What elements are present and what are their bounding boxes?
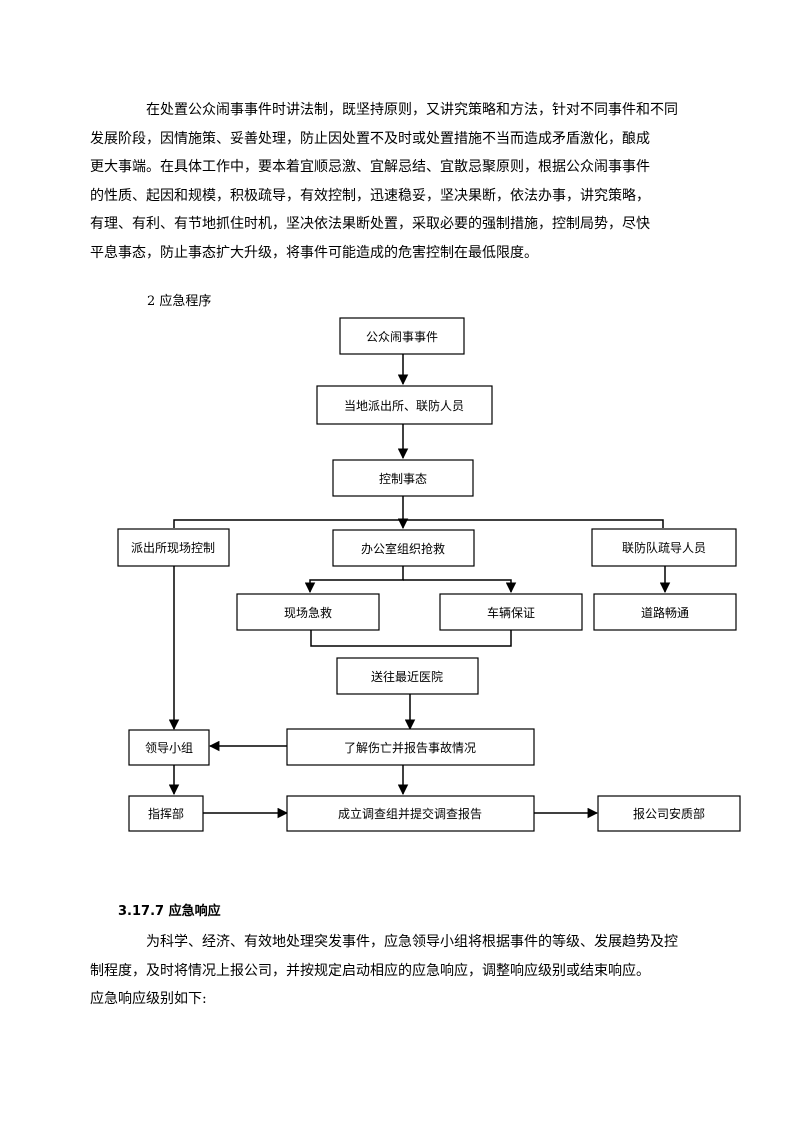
box-local-police: 当地派出所、联防人员 [316, 385, 493, 425]
intro-line: 更大事端。在具体工作中，要本着宜顺忌激、宜解忌结、宜散忌聚原则，根据公众闹事事件 [90, 159, 650, 175]
svg-text:当地派出所、联防人员: 当地派出所、联防人员 [344, 398, 464, 413]
response-line: 应急响应级别如下: [90, 991, 207, 1007]
box-road: 道路畅通 [593, 593, 737, 631]
svg-text:道路畅通: 道路畅通 [641, 605, 689, 620]
svg-text:现场急救: 现场急救 [284, 605, 332, 620]
box-patrol-guide: 联防队疏导人员 [591, 528, 737, 567]
svg-text:公众闹事事件: 公众闹事事件 [366, 330, 438, 344]
intro-line: 有理、有利、有节地抓住时机，坚决依法果断处置，采取必要的强制措施，控制局势，尽快 [90, 216, 650, 232]
box-vehicle: 车辆保证 [439, 593, 583, 631]
intro-paragraph: 在处置公众闹事事件时讲法制，既坚持原则，又讲究策略和方法，针对不同事件和不同 发… [90, 96, 678, 267]
connector [310, 630, 512, 647]
box-command: 指挥部 [128, 795, 204, 832]
box-hospital: 送往最近医院 [336, 657, 479, 695]
svg-text:指挥部: 指挥部 [148, 806, 184, 821]
box-control: 控制事态 [332, 459, 474, 497]
svg-text:领导小组: 领导小组 [145, 741, 193, 755]
svg-text:控制事态: 控制事态 [379, 472, 427, 486]
box-office-rescue: 办公室组织抢救 [332, 529, 475, 567]
svg-text:了解伤亡并报告事故情况: 了解伤亡并报告事故情况 [344, 740, 476, 755]
svg-text:派出所现场控制: 派出所现场控制 [131, 541, 215, 555]
intro-line: 发展阶段，因情施策、妥善处理，防止因处置不及时或处置措施不当而造成矛盾激化，酿成 [90, 130, 650, 147]
box-station-control: 派出所现场控制 [117, 528, 230, 567]
response-paragraph: 为科学、经济、有效地处理突发事件，应急领导小组将根据事件的等级、发展趋势及控 制… [90, 928, 678, 1014]
box-casualty-report: 了解伤亡并报告事故情况 [286, 728, 535, 766]
intro-line: 平息事态，防止事态扩大升级，将事件可能造成的危害控制在最低限度。 [90, 244, 538, 261]
svg-text:联防队疏导人员: 联防队疏导人员 [622, 540, 706, 555]
svg-text:成立调查组并提交调查报告: 成立调查组并提交调查报告 [338, 806, 482, 821]
connector [173, 519, 664, 528]
box-safety-dept: 报公司安质部 [597, 795, 741, 832]
section-heading: 3.17.7 应急响应 [118, 904, 221, 919]
svg-text:车辆保证: 车辆保证 [487, 605, 535, 620]
response-line: 为科学、经济、有效地处理突发事件，应急领导小组将根据事件的等级、发展趋势及控 [146, 934, 678, 950]
connector [304, 566, 404, 594]
svg-text:报公司安质部: 报公司安质部 [633, 806, 705, 821]
intro-line: 在处置公众闹事事件时讲法制，既坚持原则，又讲究策略和方法，针对不同事件和不同 [146, 102, 678, 118]
connector [403, 579, 517, 594]
box-leader-group: 领导小组 [128, 729, 210, 766]
emergency-flowchart: 公众闹事事件 当地派出所、联防人员 控制事态 派出所现场控制 办公室组织抢救 联… [117, 317, 741, 832]
box-onsite-aid: 现场急救 [236, 593, 380, 631]
response-line: 制程度，及时将情况上报公司，并按规定启动相应的应急响应，调整响应级别或结束响应。 [90, 962, 650, 979]
svg-text:办公室组织抢救: 办公室组织抢救 [361, 541, 445, 556]
intro-line: 的性质、起因和规模，积极疏导，有效控制，迅速稳妥，坚决果断，依法办事，讲究策略， [90, 187, 650, 204]
box-event: 公众闹事事件 [339, 317, 465, 355]
box-investigation: 成立调查组并提交调查报告 [286, 795, 535, 832]
procedure-subheading: 2 应急程序 [147, 294, 212, 309]
svg-text:送往最近医院: 送往最近医院 [371, 669, 443, 684]
